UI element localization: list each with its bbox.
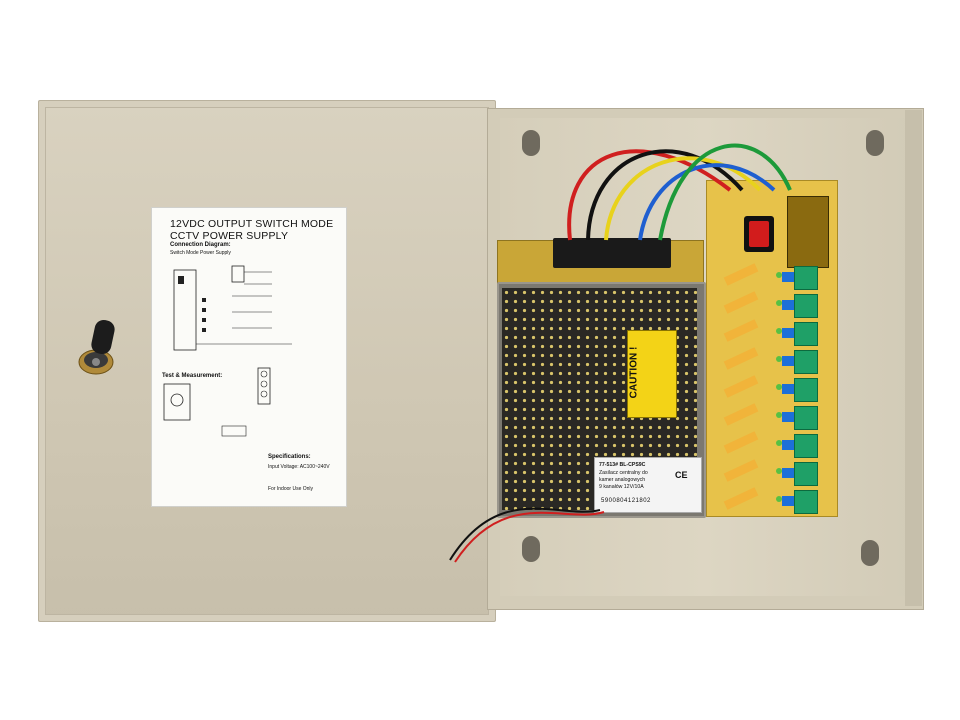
output-terminal[interactable] <box>794 294 818 318</box>
channel-led <box>776 356 782 362</box>
channel-capacitor <box>782 328 794 338</box>
mounting-hole <box>522 536 540 562</box>
channel-led <box>776 468 782 474</box>
indoor-use-text: For Indoor Use Only <box>268 486 314 492</box>
product-sticker: 77-513# BL-CPS9C Zasilacz centralny do k… <box>594 457 702 513</box>
psu-output-terminal[interactable] <box>553 238 671 268</box>
channel-capacitor <box>782 496 794 506</box>
output-terminal[interactable] <box>794 490 818 514</box>
caution-sticker: CAUTION ! <box>627 330 677 418</box>
switch-rocker[interactable] <box>749 221 769 247</box>
door-lock-icon[interactable] <box>76 318 126 380</box>
output-terminal[interactable] <box>794 406 818 430</box>
connection-diagram-graphic <box>163 265 292 437</box>
mounting-hole <box>866 130 884 156</box>
label-title-line1: 12VDC OUTPUT SWITCH MODE <box>170 218 334 230</box>
output-terminal[interactable] <box>794 350 818 374</box>
output-terminal[interactable] <box>794 322 818 346</box>
channel-capacitor <box>782 272 794 282</box>
channel-capacitor <box>782 356 794 366</box>
power-switch[interactable] <box>744 216 774 252</box>
channel-led <box>776 300 782 306</box>
channel-capacitor <box>782 300 794 310</box>
channel-led <box>776 412 782 418</box>
enclosure-side-wall <box>905 110 922 606</box>
switch-mode-psu-text: Switch Mode Power Supply <box>170 250 231 256</box>
test-measurement-heading: Test & Measurement: <box>162 373 223 379</box>
output-terminal[interactable] <box>794 462 818 486</box>
wiring-diagram-label: 12VDC OUTPUT SWITCH MODE CCTV POWER SUPP… <box>151 207 347 507</box>
sticker-line3: kamer analogowych <box>599 477 646 483</box>
channel-capacitor <box>782 412 794 422</box>
barcode-number: 5900804121802 <box>601 498 651 504</box>
channel-led <box>776 440 782 446</box>
output-terminal[interactable] <box>794 378 818 402</box>
main-fuse-holder <box>787 196 829 268</box>
label-title-line2: CCTV POWER SUPPLY <box>170 230 289 242</box>
sticker-line2: Zasilacz centralny do <box>599 470 648 476</box>
input-voltage-text: Input Voltage: AC100~240V <box>268 464 330 470</box>
channel-capacitor <box>782 440 794 450</box>
mounting-hole <box>861 540 879 566</box>
sticker-model: 77-513# BL-CPS9C <box>599 462 646 468</box>
output-terminal[interactable] <box>794 434 818 458</box>
connection-diagram-heading: Connection Diagram: <box>170 242 231 248</box>
channel-capacitor <box>782 468 794 478</box>
output-terminal[interactable] <box>794 266 818 290</box>
sticker-line4: 9 kanałów 12V/10A <box>599 484 644 490</box>
channel-led <box>776 328 782 334</box>
ce-mark: CE <box>675 470 688 480</box>
mounting-hole <box>522 130 540 156</box>
channel-led <box>776 496 782 502</box>
channel-led <box>776 272 782 278</box>
channel-led <box>776 384 782 390</box>
caution-text: CAUTION ! <box>628 346 640 399</box>
channel-capacitor <box>782 384 794 394</box>
specifications-heading: Specifications: <box>268 454 311 460</box>
